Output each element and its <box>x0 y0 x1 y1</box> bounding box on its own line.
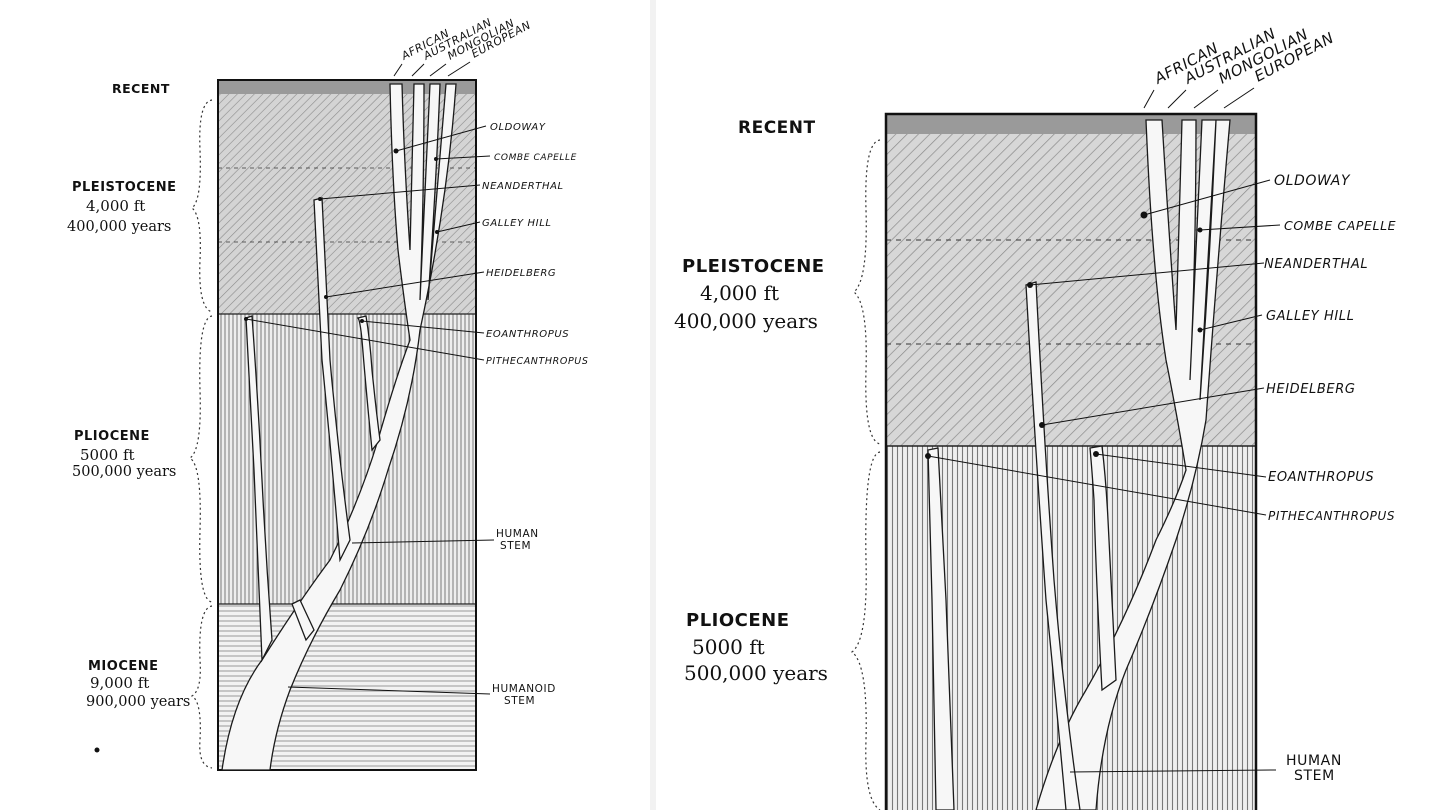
miocene-years: 900,000 years <box>86 694 190 710</box>
evolution-diagram-right: AFRICAN AUSTRALIAN MONGOLIAN EUROPEAN OL… <box>674 24 1396 810</box>
miocene-depth: 9,000 ft <box>90 674 149 692</box>
pleistocene-years: 400,000 years <box>674 309 818 333</box>
pleistocene-years: 400,000 years <box>67 219 171 235</box>
pliocene-depth: 5000 ft <box>692 635 765 659</box>
era-pliocene: PLIOCENE <box>74 429 150 444</box>
fossil-galley-hill: GALLEY HILL <box>1266 309 1354 324</box>
pliocene-depth: 5000 ft <box>80 446 135 464</box>
fossil-pithecanthropus: PITHECANTHROPUS <box>1268 509 1395 523</box>
stem-label-humanoid-2: STEM <box>504 695 535 707</box>
human-family-tree <box>927 119 1231 810</box>
era-pleistocene: PLEISTOCENE <box>682 256 825 277</box>
era-labels: RECENT PLEISTOCENE 4,000 ft 400,000 year… <box>674 118 828 685</box>
era-miocene: MIOCENE <box>88 659 159 674</box>
stem-label-humanoid-1: HUMANOID <box>492 683 556 695</box>
stem-label-human-1: HUMAN <box>496 528 539 540</box>
stem-label-human-2: STEM <box>1294 768 1335 784</box>
stem-label-human-1: HUMAN <box>1286 753 1342 769</box>
diagram-panel-left: AFRICAN AUSTRALIAN MONGOLIAN EUROPEAN OL… <box>0 0 650 810</box>
race-labels: AFRICAN AUSTRALIAN MONGOLIAN EUROPEAN <box>1143 24 1337 109</box>
stem-label-human-2: STEM <box>500 540 531 552</box>
fossil-labels: OLDOWAY COMBE CAPELLE NEANDERTHAL GALLEY… <box>1264 173 1396 784</box>
strata-column-frame <box>884 112 1258 810</box>
recent-stratum <box>218 80 476 94</box>
leader-lines <box>244 125 495 695</box>
fossil-heidelberg: HEIDELBERG <box>1266 382 1356 397</box>
fossil-neanderthal: NEANDERTHAL <box>482 181 564 192</box>
evolution-diagram-left: AFRICAN AUSTRALIAN MONGOLIAN EUROPEAN OL… <box>67 16 588 771</box>
fossil-galley-hill: GALLEY HILL <box>482 218 552 229</box>
pleistocene-depth: 4,000 ft <box>86 197 145 215</box>
fossil-oldoway: OLDOWAY <box>490 122 546 133</box>
era-recent: RECENT <box>738 118 816 138</box>
fossil-combe-capelle: COMBE CAPELLE <box>494 153 577 163</box>
recent-stratum <box>886 114 1256 134</box>
fossil-eoanthropus: EOANTHROPUS <box>486 329 569 340</box>
panel-divider <box>650 0 656 810</box>
pliocene-years: 500,000 years <box>72 464 176 480</box>
fossil-combe-capelle: COMBE CAPELLE <box>1284 218 1396 233</box>
fossil-pithecanthropus: PITHECANTHROPUS <box>486 356 588 367</box>
human-family-tree <box>221 83 457 771</box>
race-labels: AFRICAN AUSTRALIAN MONGOLIAN EUROPEAN <box>393 16 533 77</box>
strata-column-frame <box>217 79 477 771</box>
pleistocene-depth: 4,000 ft <box>700 281 779 305</box>
fossil-heidelberg: HEIDELBERG <box>486 268 556 279</box>
fossil-oldoway: OLDOWAY <box>1274 173 1351 189</box>
era-labels: RECENT PLEISTOCENE 4,000 ft 400,000 year… <box>67 81 190 710</box>
diagram-panel-right: AFRICAN AUSTRALIAN MONGOLIAN EUROPEAN OL… <box>656 0 1456 810</box>
leader-lines <box>925 179 1281 773</box>
fossil-labels: OLDOWAY COMBE CAPELLE NEANDERTHAL GALLEY… <box>482 122 588 707</box>
era-pliocene: PLIOCENE <box>686 610 790 631</box>
pliocene-years: 500,000 years <box>684 661 828 685</box>
era-pleistocene: PLEISTOCENE <box>72 180 177 195</box>
fossil-eoanthropus: EOANTHROPUS <box>1268 470 1374 485</box>
fossil-neanderthal: NEANDERTHAL <box>1264 257 1368 272</box>
era-recent: RECENT <box>112 81 170 96</box>
